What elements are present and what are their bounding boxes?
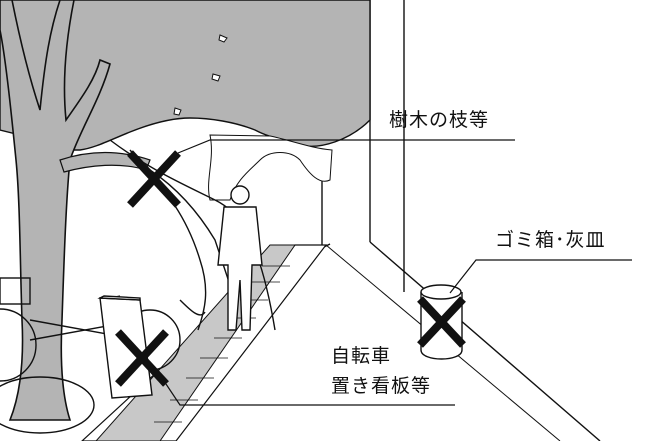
label-bicycle: 自転車: [331, 345, 392, 367]
label-trash-ashtray: ゴミ箱･灰皿: [495, 229, 606, 251]
x-mark-icon: [127, 150, 181, 208]
leader-line-trash: [449, 259, 632, 294]
tree-canopy: [0, 0, 371, 201]
label-signboard: 置き看板等: [331, 375, 432, 397]
leader-line-branches: [177, 139, 515, 154]
leader-line-signboard: [165, 383, 455, 406]
x-mark-icon: [417, 296, 466, 348]
tree-trunk: [0, 0, 151, 434]
x-mark-icon: [115, 329, 169, 387]
signboard: [97, 295, 153, 399]
pedestrian-figure: [217, 185, 263, 331]
leader-lines: [165, 139, 632, 406]
label-tree-branches: 樹木の枝等: [389, 109, 490, 131]
